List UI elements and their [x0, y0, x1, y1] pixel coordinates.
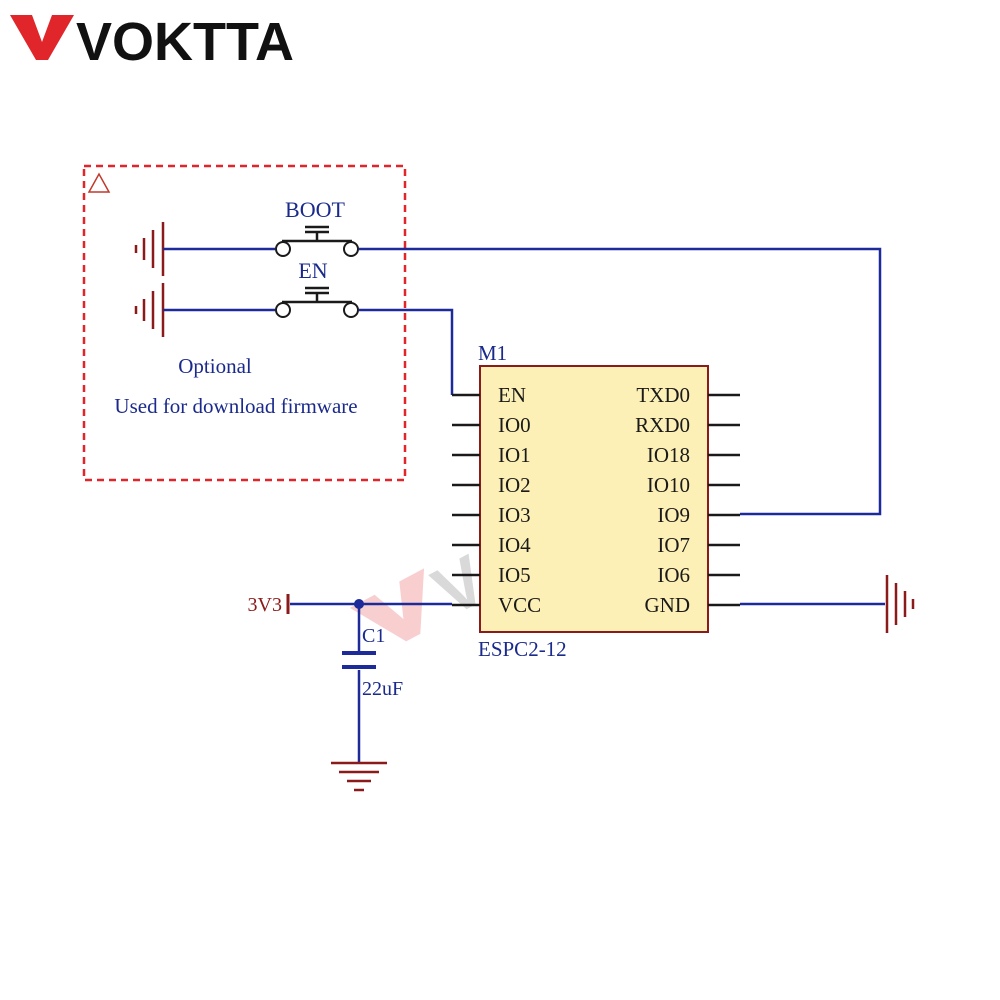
pin-label-right-io9: IO9 — [657, 503, 690, 527]
wire-en-to-module — [359, 308, 454, 395]
pin-label-left-io0: IO0 — [498, 413, 531, 437]
junction-dot — [354, 599, 364, 609]
pin-label-left-io4: IO4 — [498, 533, 531, 557]
en-button-label: EN — [298, 258, 327, 283]
power-3v3-label: 3V3 — [248, 594, 282, 616]
pin-label-right-gnd: GND — [645, 593, 691, 617]
pin-label-right-io10: IO10 — [647, 473, 690, 497]
capacitor-value: 22uF — [362, 678, 403, 700]
capacitor-ref: C1 — [362, 625, 385, 647]
ground-symbol-gnd — [885, 575, 915, 633]
module-part: ESPC2-12 — [478, 637, 567, 661]
capacitor-c1: C1 22uF — [342, 625, 403, 700]
pin-label-right-txd0: TXD0 — [636, 383, 690, 407]
optional-box — [82, 164, 407, 482]
ground-symbol-en — [134, 283, 165, 337]
wire-boot-to-io9 — [359, 247, 882, 516]
logo-v-mark — [10, 15, 74, 60]
pin-label-left-en: EN — [498, 383, 526, 407]
ground-symbol-cap — [331, 761, 387, 792]
pin-label-right-rxd0: RXD0 — [635, 413, 690, 437]
boot-button: BOOT — [275, 197, 359, 257]
optional-label: Optional — [178, 354, 252, 378]
optional-section: Optional Used for download firmware — [82, 164, 407, 482]
pin-label-left-io5: IO5 — [498, 563, 531, 587]
pin-label-right-io6: IO6 — [657, 563, 690, 587]
warning-triangle-icon — [87, 172, 111, 193]
brand-name: VOKTTA — [76, 12, 294, 72]
brand-logo: VOKTTA — [10, 12, 294, 72]
module-body — [479, 365, 709, 633]
wires — [163, 247, 885, 762]
watermark-v-mark — [349, 568, 425, 642]
pin-label-left-io2: IO2 — [498, 473, 531, 497]
pin-label-right-io18: IO18 — [647, 443, 690, 467]
pin-label-left-io1: IO1 — [498, 443, 531, 467]
ground-symbol-boot — [134, 222, 165, 276]
en-button: EN — [275, 258, 359, 318]
pin-label-left-vcc: VCC — [498, 593, 541, 617]
module-ref: M1 — [478, 341, 507, 365]
optional-description: Used for download firmware — [114, 394, 357, 418]
power-3v3: 3V3 — [248, 594, 290, 616]
boot-button-label: BOOT — [285, 197, 345, 222]
pin-label-right-io7: IO7 — [657, 533, 690, 557]
pin-label-left-io3: IO3 — [498, 503, 531, 527]
